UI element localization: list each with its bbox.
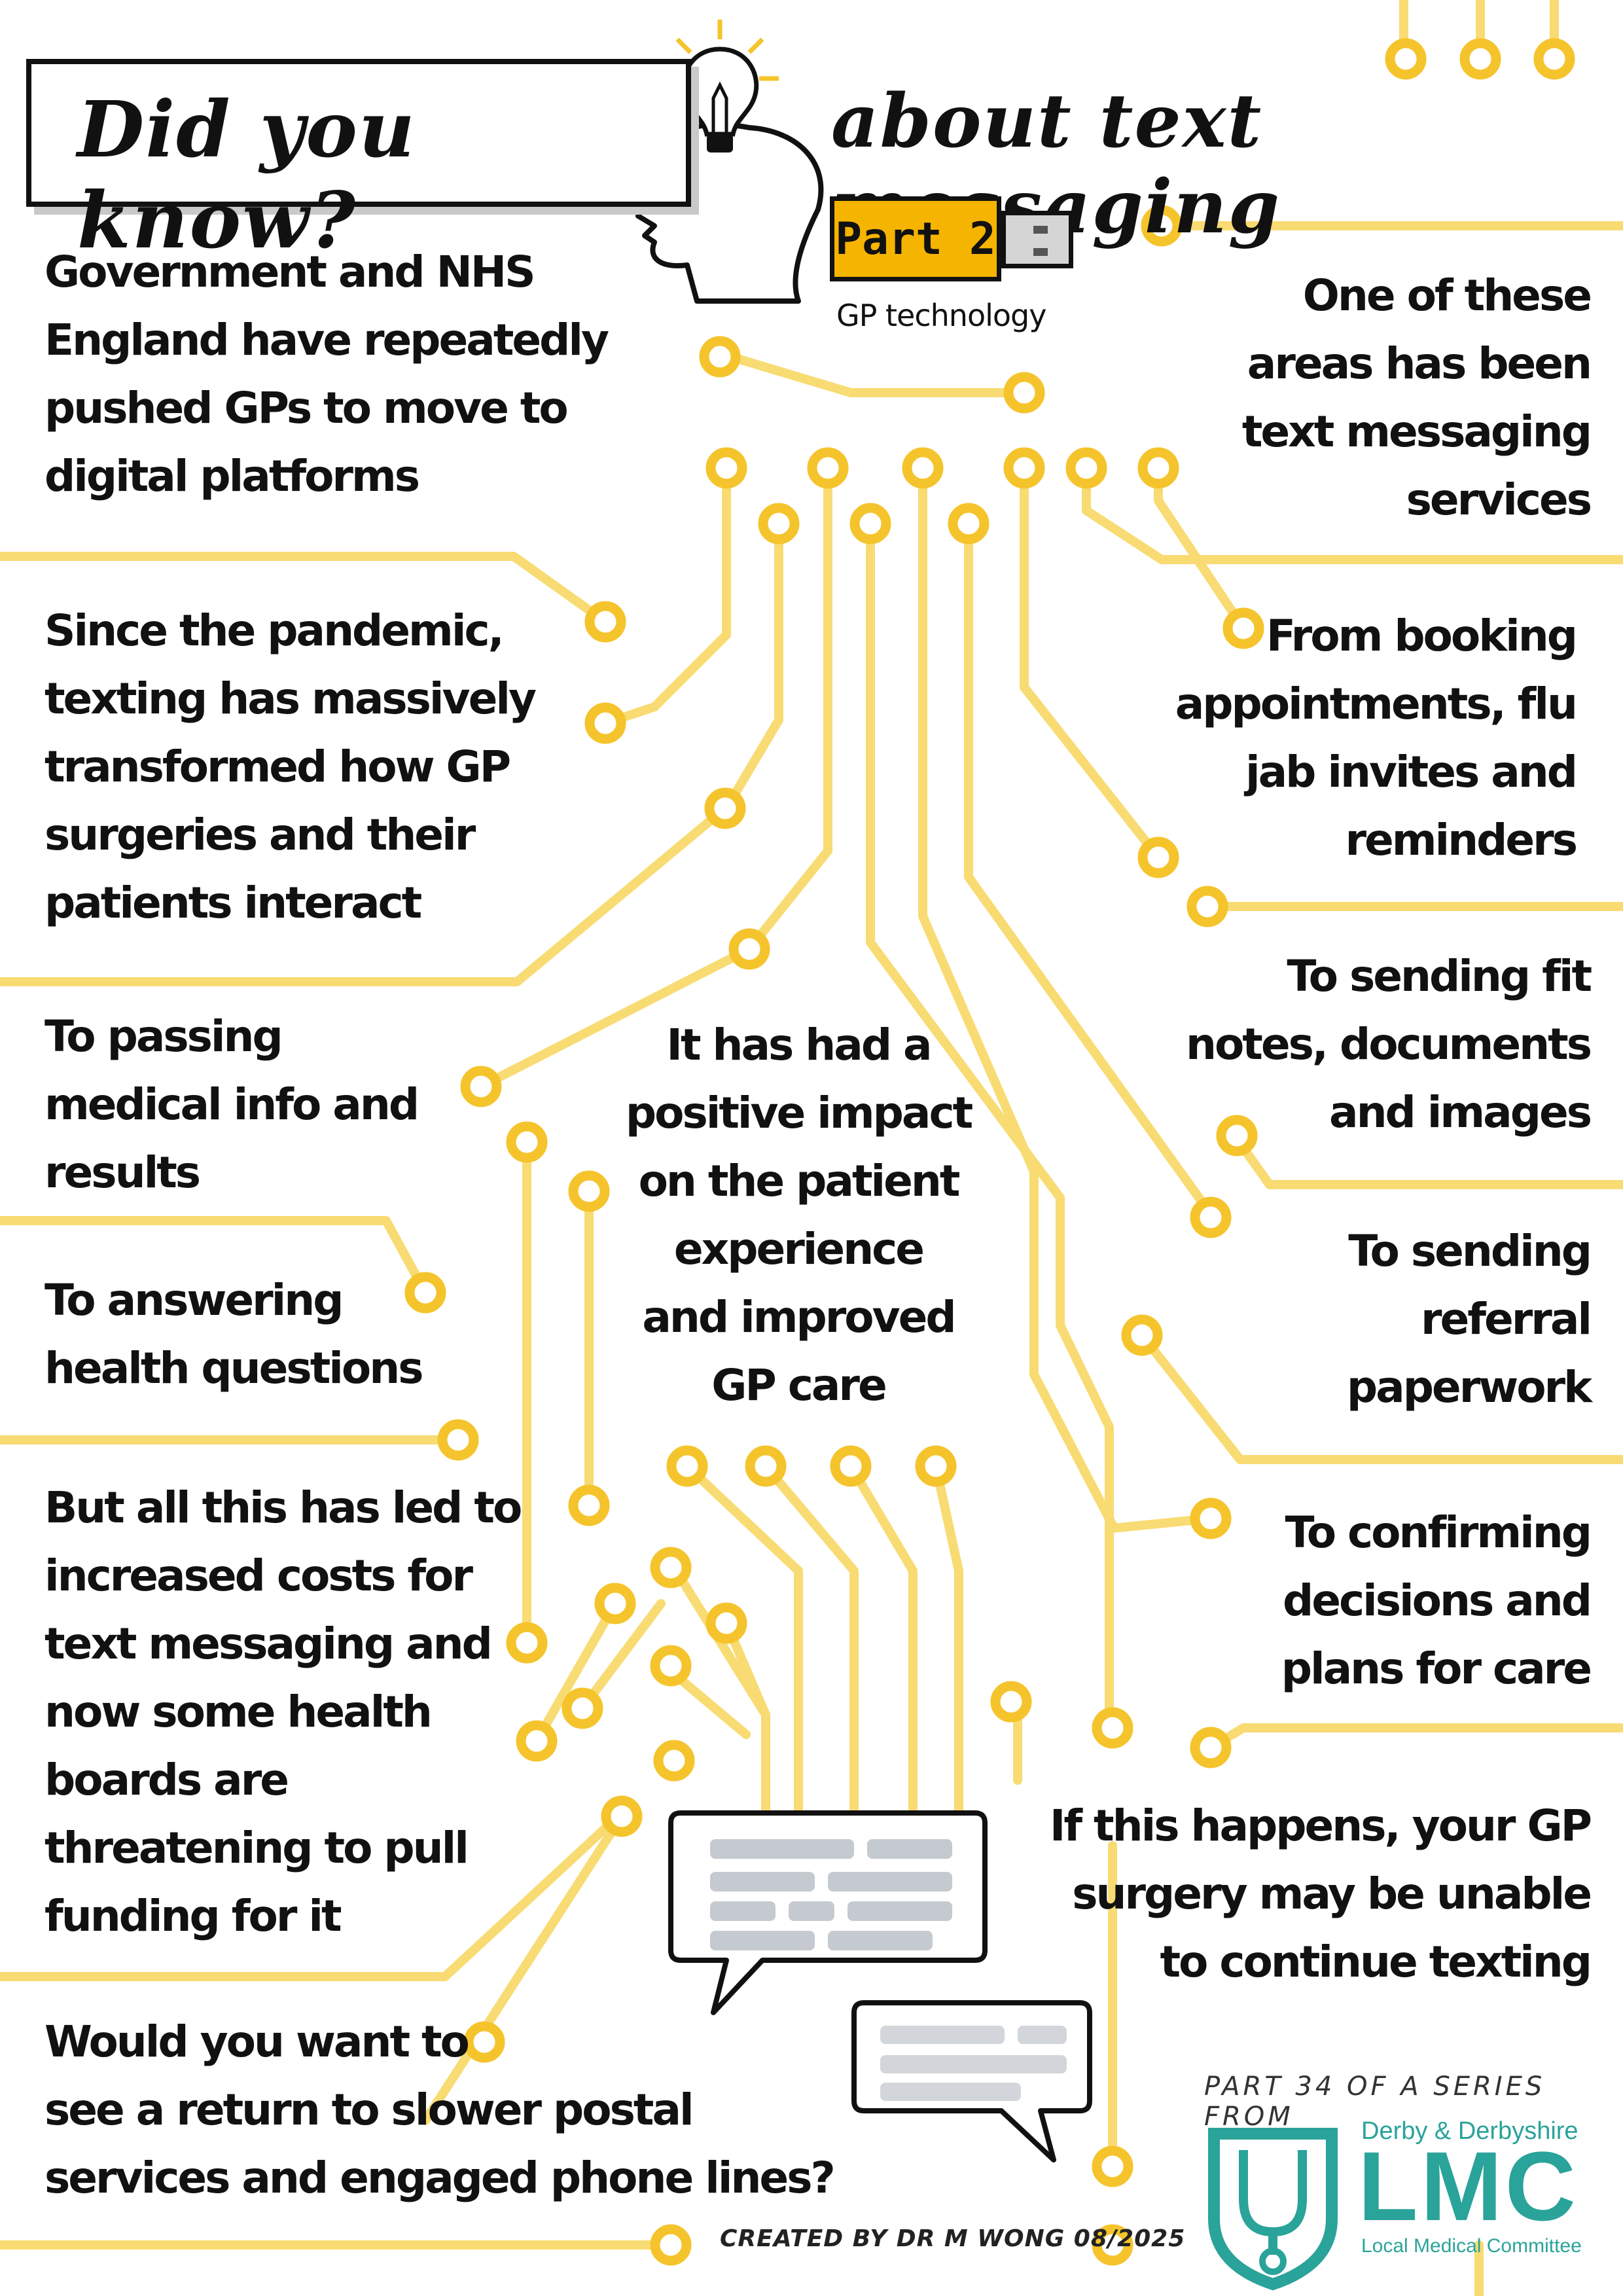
text-block-referral: To sending referral paperwork	[1346, 1226, 1592, 1412]
chat-bubble-icon	[851, 2000, 1092, 2162]
org-region: Derby & Derbyshire	[1361, 2117, 1578, 2145]
text-block-health-questions: To answering health questions	[45, 1275, 423, 1393]
org-logo-text: LMC	[1358, 2131, 1578, 2241]
text-block-return-question: Would you want to see a return to slower…	[45, 2017, 836, 2203]
text-block-medical-info: To passing medical info and results	[45, 1011, 419, 1198]
text-block-booking: From booking appointments, flu jab invit…	[1175, 611, 1578, 865]
circuit-nodes	[404, 38, 1575, 2266]
title-box: Did you know?	[26, 59, 691, 266]
part-tag: Part 2	[830, 196, 1001, 281]
org-full-name: Local Medical Committee	[1361, 2235, 1582, 2257]
text-block-government: Government and NHS England have repeated…	[45, 247, 609, 501]
text-block-areas: One of these areas has been text messagi…	[1241, 270, 1592, 525]
text-block-fit-notes: To sending fit notes, documents and imag…	[1185, 951, 1592, 1138]
text-block-if-this-happens: If this happens, your GP surgery may be …	[1049, 1801, 1592, 1987]
series-label: PART 34 OF A SERIES FROM	[1204, 2072, 1546, 2132]
text-block-pandemic: Since the pandemic, texting has massivel…	[45, 605, 537, 928]
stethoscope-shield-icon	[1208, 2128, 1338, 2291]
credit-line: CREATED BY DR M WONG 08/2025	[720, 2225, 1186, 2252]
text-block-positive-impact: It has had a positive impact on the pati…	[625, 1020, 973, 1410]
usb-plug-icon	[1001, 211, 1073, 268]
subtitle: GP technology	[836, 298, 1046, 333]
text-block-costs: But all this has led to increased costs …	[45, 1482, 522, 1941]
chat-bubble-icon	[668, 1810, 988, 2015]
lightbulb-icon	[661, 20, 779, 152]
title-did-you-know: Did you know?	[77, 84, 416, 266]
text-block-decisions: To confirming decisions and plans for ca…	[1281, 1507, 1592, 1694]
